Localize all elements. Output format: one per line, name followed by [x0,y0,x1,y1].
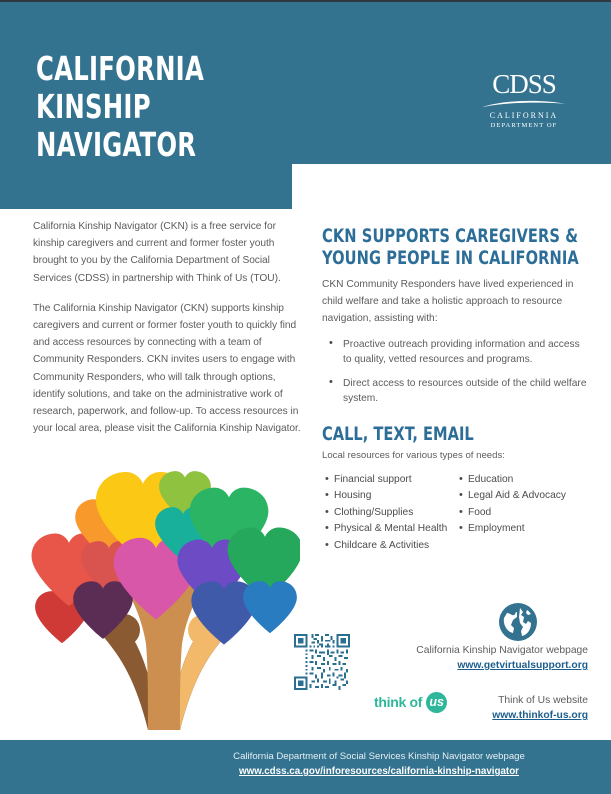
cdss-logo-line1: CALIFORNIA [489,111,559,120]
page-title: CALIFORNIA KINSHIP NAVIGATOR [36,49,205,164]
needs-list-right: Education Legal Aid & Advocacy Food Empl… [456,471,590,538]
cdss-logo-line2: DEPARTMENT OF [490,122,558,129]
footer-content: California Department of Social Services… [169,749,589,780]
supports-bullet-list: Proactive outreach providing information… [322,336,590,406]
needs-columns: Financial support Housing Clothing/Suppl… [322,471,590,555]
section-contact-intro: Local resources for various types of nee… [322,449,505,461]
tou-link-url[interactable]: www.thinkof-us.org [492,710,588,721]
cdss-logo: CDSS CALIFORNIA DEPARTMENT OF [478,70,570,131]
list-item: Clothing/Supplies [325,504,456,522]
left-column: California Kinship Navigator (CKN) is a … [33,218,301,450]
list-item: Education [459,471,590,489]
think-of-us-logo: think of us [374,690,470,714]
header-white-notch [292,164,611,209]
think-of-us-text: think of [374,694,423,710]
list-item: Physical & Mental Health [325,520,456,538]
tou-link-block: Think of Us website www.thinkof-us.org [452,690,588,723]
list-item: Direct access to resources outside of th… [329,375,590,406]
ckn-link-block: California Kinship Navigator webpage www… [352,640,588,673]
ckn-link-caption: California Kinship Navigator webpage [416,645,588,656]
cdss-swoosh-icon [482,100,566,108]
list-item: Employment [459,520,590,538]
left-paragraph-1: California Kinship Navigator (CKN) is a … [33,221,281,284]
section-heading-contact: CALL, TEXT, EMAIL [322,423,474,445]
needs-column-left: Financial support Housing Clothing/Suppl… [322,471,456,555]
think-of-us-badge: us [426,691,448,713]
footer-band: California Department of Social Services… [0,740,611,794]
cdss-logo-mark: CDSS [492,69,557,99]
list-item: Financial support [325,471,456,489]
heart-blue-lower-right [243,581,297,634]
section-heading-supports: CKN SUPPORTS CAREGIVERS & YOUNG PEOPLE I… [322,226,579,269]
footer-caption: California Department of Social Services… [233,751,525,762]
heart-tree-illustration [31,471,300,730]
qr-code[interactable] [294,634,350,690]
globe-icon [499,603,537,641]
right-column: CKN SUPPORTS CAREGIVERS & YOUNG PEOPLE I… [322,226,590,554]
list-item: Housing [325,487,456,505]
list-item: Childcare & Activities [325,537,456,555]
list-item: Food [459,504,590,522]
needs-column-right: Education Legal Aid & Advocacy Food Empl… [456,471,590,555]
list-item: Legal Aid & Advocacy [459,487,590,505]
tou-link-caption: Think of Us website [498,695,588,706]
needs-list-left: Financial support Housing Clothing/Suppl… [322,471,456,555]
left-paragraph-2: The California Kinship Navigator (CKN) s… [33,302,301,435]
list-item: Proactive outreach providing information… [329,336,590,367]
section-supports-intro: CKN Community Responders have lived expe… [322,279,574,325]
ckn-link-url[interactable]: www.getvirtualsupport.org [457,660,588,671]
footer-url[interactable]: www.cdss.ca.gov/inforesources/california… [238,766,519,777]
